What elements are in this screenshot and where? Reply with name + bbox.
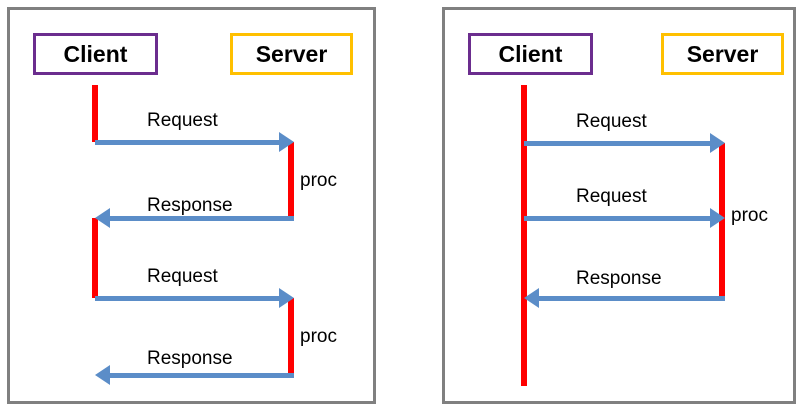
arrow-shaft (524, 216, 713, 221)
actor-box-client[interactable]: Client (468, 33, 593, 75)
actor-box-server[interactable]: Server (230, 33, 353, 75)
message-label-response-1: Response (147, 195, 233, 216)
client-activation-bar-1 (92, 85, 98, 142)
arrow-head-left-icon (95, 208, 110, 228)
actor-box-server[interactable]: Server (661, 33, 784, 75)
actor-box-client[interactable]: Client (33, 33, 158, 75)
arrow-head-left-icon (524, 288, 539, 308)
message-label-response-1: Response (576, 268, 662, 289)
message-arrow-request-2 (95, 288, 294, 308)
proc-label-1: proc (731, 205, 768, 226)
sequence-diagram-panel-left: Client Server Request Response Request R… (7, 7, 376, 404)
server-activation-bar-2 (288, 298, 294, 375)
arrow-head-right-icon (710, 133, 725, 153)
arrow-head-left-icon (95, 365, 110, 385)
message-label-request-1: Request (576, 111, 647, 132)
client-activation-bar-2 (92, 218, 98, 298)
arrow-shaft (536, 296, 725, 301)
arrow-shaft (107, 373, 294, 378)
diagram-canvas-left: Client Server Request Response Request R… (10, 10, 373, 401)
arrow-shaft (95, 140, 282, 145)
arrow-shaft (107, 216, 294, 221)
sequence-diagram-panel-right: Client Server Request Request Response p… (442, 7, 796, 404)
proc-label-1: proc (300, 170, 337, 191)
client-activation-bar-1 (521, 85, 527, 386)
message-arrow-response-1 (524, 288, 725, 308)
message-label-request-1: Request (147, 110, 218, 131)
message-label-request-2: Request (147, 266, 218, 287)
diagram-canvas-right: Client Server Request Request Response p… (445, 10, 793, 401)
arrow-shaft (95, 296, 282, 301)
message-arrow-request-1 (95, 132, 294, 152)
server-activation-bar-1 (288, 142, 294, 218)
arrow-head-right-icon (279, 132, 294, 152)
message-arrow-response-2 (95, 365, 294, 385)
arrow-head-right-icon (279, 288, 294, 308)
proc-label-2: proc (300, 326, 337, 347)
message-arrow-response-1 (95, 208, 294, 228)
message-arrow-request-1 (524, 133, 725, 153)
message-label-request-2: Request (576, 186, 647, 207)
arrow-shaft (524, 141, 713, 146)
message-arrow-request-2 (524, 208, 725, 228)
arrow-head-right-icon (710, 208, 725, 228)
message-label-response-2: Response (147, 348, 233, 369)
